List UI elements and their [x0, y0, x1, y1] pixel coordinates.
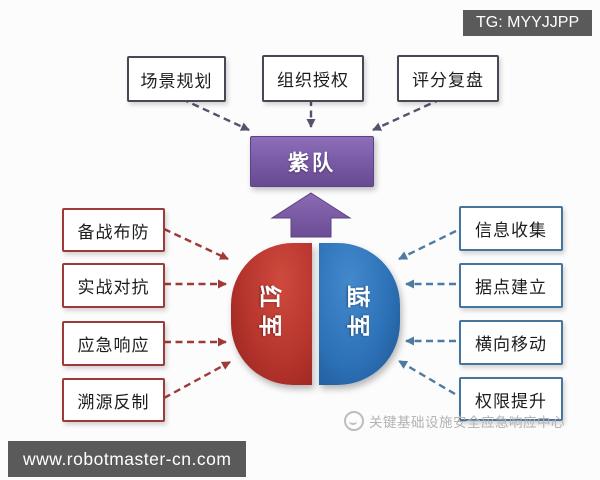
watermark: 关键基础设施安全应急响应中心 [344, 408, 565, 434]
node-foothold-establish: 据点建立 [459, 263, 563, 308]
blue-team-half: 蓝军 [319, 243, 400, 385]
website-bar: www.robotmaster-cn.com [8, 441, 247, 477]
node-preparation-defense: 备战布防 [62, 208, 165, 252]
blue-team-label: 蓝军 [344, 285, 371, 343]
arrow-recon-to-blue [398, 229, 457, 261]
arrow-review-to-purple [372, 97, 442, 132]
red-team-half: 红军 [231, 243, 312, 385]
watermark-text: 关键基础设施安全应急响应中心 [369, 415, 565, 430]
node-trace-counter: 溯源反制 [62, 378, 165, 422]
node-info-collection: 信息收集 [459, 206, 563, 251]
purple-team-box: 紫队 [250, 136, 374, 187]
node-live-combat: 实战对抗 [62, 263, 165, 308]
node-scoring-review: 评分复盘 [397, 55, 499, 102]
red-team-label: 红军 [256, 285, 283, 343]
arrow-prepare-to-red [163, 227, 229, 261]
arrow-scenario-to-purple [181, 97, 250, 132]
arrow-trace-to-red [163, 360, 231, 400]
up-arrow-teams-to-purple [270, 192, 352, 238]
node-emergency-response: 应急响应 [62, 321, 165, 366]
watermark-logo-icon [344, 411, 364, 431]
node-scenario-planning: 场景规划 [127, 56, 226, 102]
node-organization-authorization: 组织授权 [262, 55, 364, 102]
node-lateral-movement: 横向移动 [459, 320, 563, 365]
node-privilege-escalation: 权限提升 [459, 377, 563, 421]
arrow-privesc-to-blue [398, 359, 456, 396]
tg-badge: TG: MYYJJPP [463, 10, 593, 36]
